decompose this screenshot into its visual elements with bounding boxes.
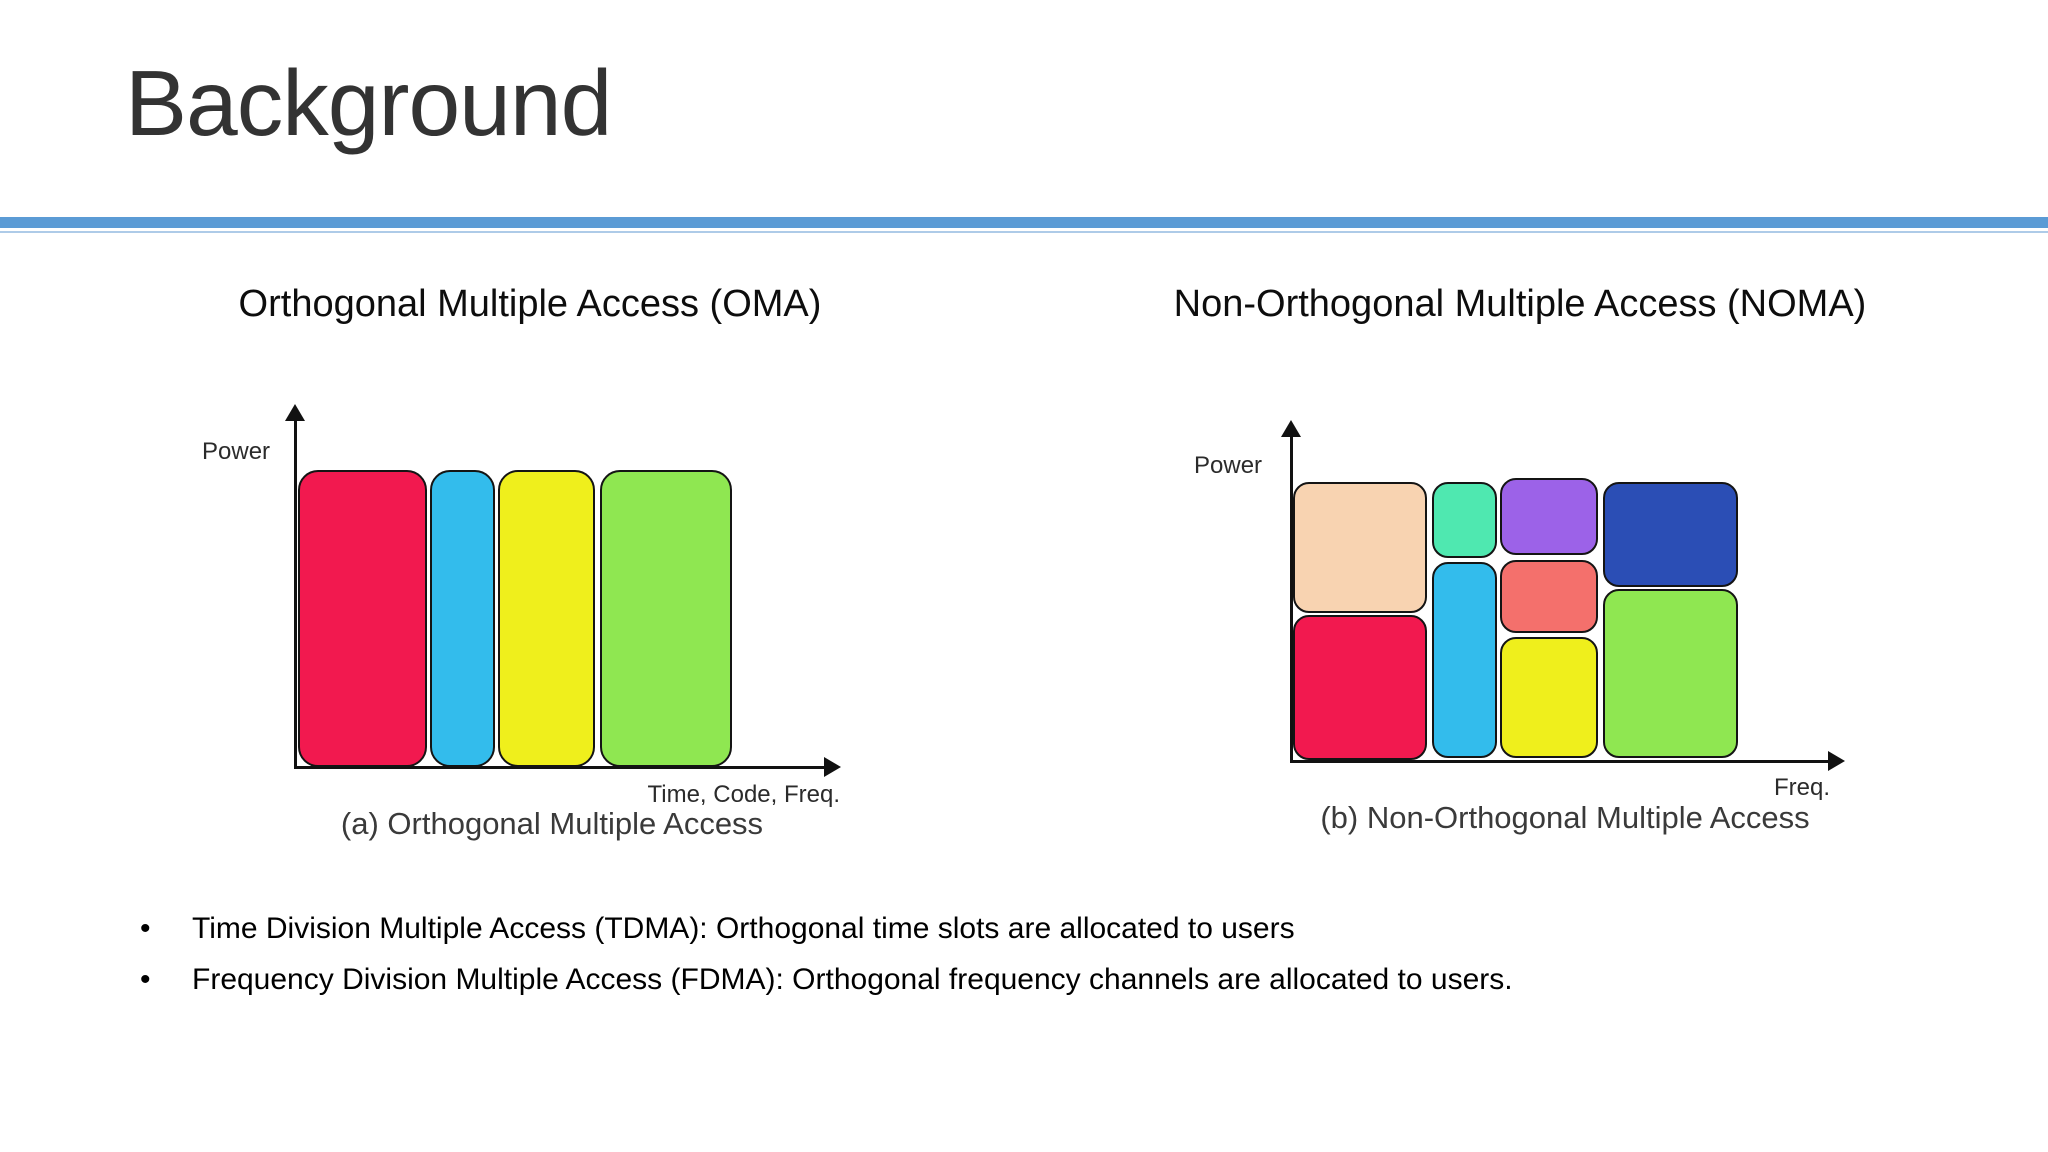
noma-y-axis [1290,436,1293,762]
oma-bar-user2 [430,470,495,767]
noma-caption: (b) Non-Orthogonal Multiple Access [1320,800,1810,835]
noma-heading: Non-Orthogonal Multiple Access (NOMA) [1173,283,1867,325]
oma-y-axis [294,420,297,769]
oma-y-axis-arrow-icon [285,404,305,421]
bullet-dot-icon: • [140,963,151,996]
noma-block-blue [1432,562,1497,758]
oma-bar-user4 [600,470,732,767]
noma-x-axis-label: Freq. [1773,774,1830,801]
oma-x-axis-label: Time, Code, Freq. [647,781,840,808]
noma-block-salmon [1500,560,1598,633]
title-divider-thin [0,231,2048,233]
noma-block-mint [1432,482,1497,558]
oma-caption: (a) Orthogonal Multiple Access [340,806,764,841]
noma-y-axis-label: Power [1194,452,1263,479]
oma-bar-user3 [498,470,595,767]
oma-diagram: Power Time, Code, Freq. (a) Orthogonal M… [180,400,940,870]
oma-y-axis-label: Power [202,438,271,465]
noma-diagram: Power Freq. (b) Non-Orthogonal Multiple … [1140,400,1980,870]
oma-x-axis [294,766,826,769]
title-divider [0,217,2048,228]
bullet-dot-icon: • [140,912,151,945]
noma-block-crimson [1293,615,1427,760]
bullet-list: • Time Division Multiple Access (TDMA): … [140,903,1880,1005]
oma-bar-user1 [298,470,427,767]
slide-title: Background [125,51,612,155]
oma-x-axis-arrow-icon [824,757,841,777]
noma-x-axis-arrow-icon [1828,751,1845,771]
bullet-text-fdma: Frequency Division Multiple Access (FDMA… [192,963,1513,996]
noma-block-green [1603,589,1738,758]
list-item: • Frequency Division Multiple Access (FD… [140,954,1880,1005]
oma-heading: Orthogonal Multiple Access (OMA) [238,283,822,325]
noma-block-peach [1293,482,1427,613]
noma-block-darkblue [1603,482,1738,587]
noma-block-purple [1500,478,1598,555]
noma-x-axis [1290,760,1830,763]
list-item: • Time Division Multiple Access (TDMA): … [140,903,1880,954]
noma-y-axis-arrow-icon [1281,420,1301,437]
bullet-text-tdma: Time Division Multiple Access (TDMA): Or… [192,912,1295,945]
noma-block-yellow [1500,637,1598,758]
